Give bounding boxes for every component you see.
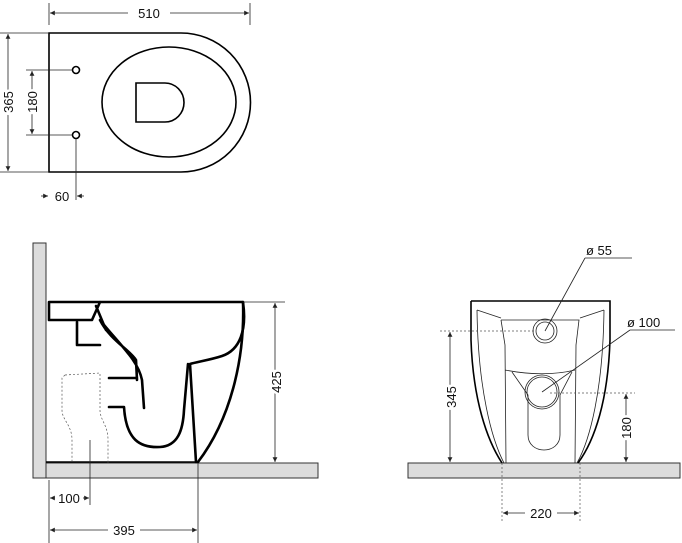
dimension-outlet-offset: 100 — [58, 491, 80, 506]
seat-rim — [101, 46, 237, 158]
floor — [407, 462, 681, 479]
dimension-depth-side: 395 — [113, 523, 135, 538]
side-view: 425 100 395 — [32, 242, 319, 543]
bowl-opening — [135, 82, 185, 123]
inlet-icon — [535, 321, 555, 341]
seat-hole-icon — [71, 130, 81, 140]
floor — [45, 462, 319, 479]
dimension-hole-offset: 60 — [55, 189, 69, 204]
dimension-depth: 365 — [1, 91, 16, 113]
dimension-hole-spacing: 180 — [25, 91, 40, 113]
outlet-icon — [526, 376, 558, 408]
outlet-ring — [524, 374, 560, 410]
seat-hole-icon — [71, 65, 81, 75]
dimension-outlet-height: 180 — [619, 417, 634, 439]
inlet-diameter-label: ø 55 — [586, 243, 612, 258]
wall — [32, 242, 47, 479]
dimension-height: 425 — [269, 371, 284, 393]
bowl-outline-top — [48, 32, 252, 173]
dimension-inlet-height: 345 — [444, 386, 459, 408]
outlet-diameter-label: ø 100 — [627, 315, 660, 330]
dimension-foot-width: 220 — [530, 506, 552, 521]
front-view: ø 55 ø 100 345 180 220 — [407, 243, 681, 522]
body-outline — [470, 300, 611, 464]
dimension-width: 510 — [138, 6, 160, 21]
top-view: 510 365 180 60 — [0, 3, 252, 204]
